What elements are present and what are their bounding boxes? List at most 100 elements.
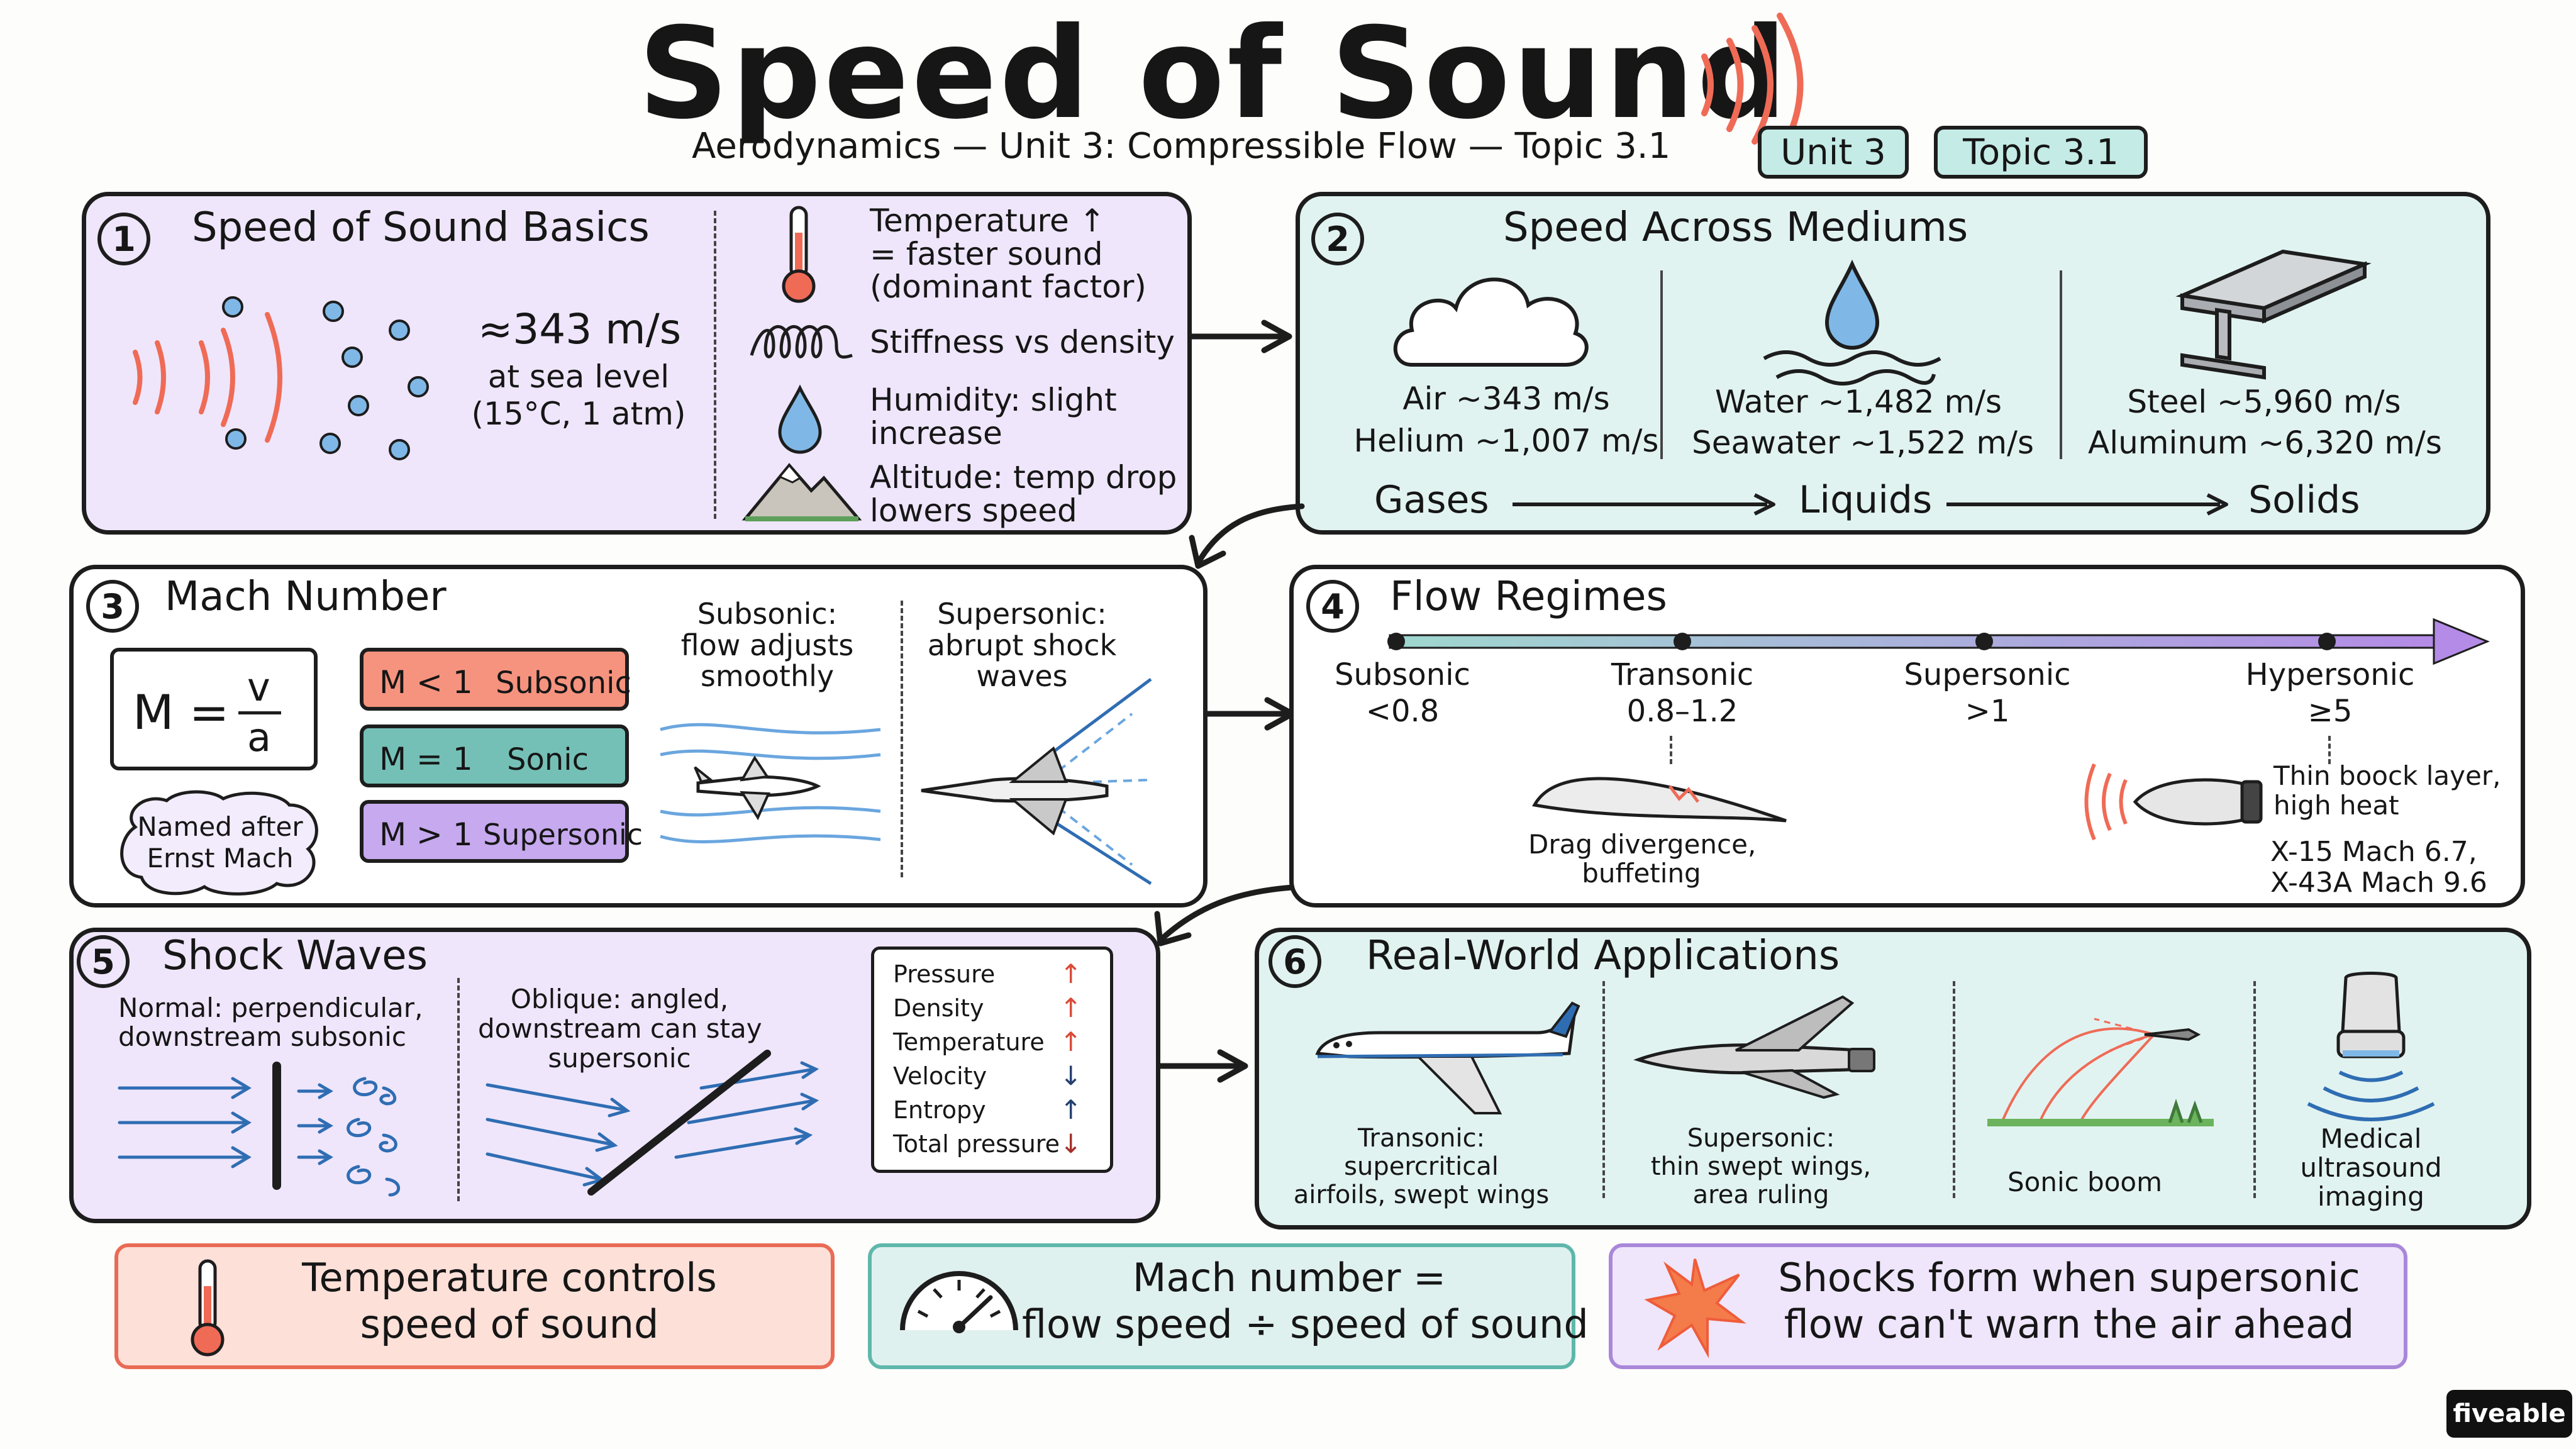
prop-temperature: Temperature	[893, 1028, 1045, 1056]
subsonic-caption: Subsonic: flow adjusts smoothly	[680, 597, 854, 694]
takeaway-temperature	[114, 1243, 835, 1369]
mediums-divider-1	[1660, 270, 1663, 459]
prop-density: Density	[893, 994, 984, 1022]
takeaway-shocks	[1609, 1243, 2407, 1369]
formula-numerator: v	[247, 664, 270, 710]
mountain-icon	[741, 463, 862, 521]
medium-solids-line2: Aluminum ~6,320 m/s	[2088, 425, 2442, 461]
hypersonic-note: Thin boock layer, high heat	[2273, 760, 2501, 821]
arrow-1-to-2	[1189, 319, 1292, 353]
panel-apps-title: Real-World Applications	[1366, 933, 1840, 979]
arrow-5-to-6	[1157, 1049, 1248, 1083]
oblique-shock-text: Oblique: angled, downstream can stay sup…	[478, 984, 762, 1074]
tag-topic: Topic 3.1	[1934, 126, 2148, 179]
speedometer-icon	[900, 1271, 1018, 1333]
range-supersonic-name: Supersonic	[483, 818, 643, 852]
medium-gases-line1: Air ~343 m/s	[1402, 380, 1610, 417]
prop-pressure-arrow: ↑	[1060, 958, 1082, 989]
takeaway-mach-text: Mach number = flow speed ÷ speed of soun…	[1022, 1255, 1589, 1348]
regime-transonic-range: 0.8–1.2	[1626, 694, 1738, 729]
thermometer-icon	[782, 206, 816, 303]
tag-unit-label: Unit 3	[1780, 131, 1886, 173]
app-sonic-boom-text: Sonic boom	[2007, 1167, 2163, 1197]
sound-waves-icon	[1701, 13, 1804, 157]
factor-temperature: Temperature ↑ = faster sound (dominant f…	[870, 203, 1146, 305]
thermometer-takeaway-icon	[191, 1259, 225, 1357]
fighter-jet-icon	[1633, 995, 1875, 1099]
burst-icon	[1644, 1258, 1746, 1358]
range-sonic-name: Sonic	[507, 742, 589, 777]
prop-temperature-arrow: ↑	[1060, 1026, 1082, 1057]
panel-basics-divider	[714, 211, 716, 519]
apps-divider-1	[1602, 981, 1605, 1198]
medium-liquids-line1: Water ~1,482 m/s	[1714, 384, 2002, 420]
prop-velocity-arrow: ↓	[1060, 1060, 1082, 1091]
supersonic-jet-shock-icon	[921, 677, 1152, 886]
factor-humidity: Humidity: slight increase	[870, 382, 1117, 452]
named-after-bubble	[120, 790, 318, 896]
hypersonic-vehicle-icon	[2084, 763, 2263, 841]
label-solids: Solids	[2248, 478, 2360, 522]
medium-liquids-line2: Seawater ~1,522 m/s	[1692, 425, 2035, 461]
mach-range-subsonic: M < 1 Subsonic	[360, 648, 631, 711]
shock-divider	[457, 978, 460, 1201]
panel-mach-title: Mach Number	[165, 574, 447, 620]
range-supersonic-cond: M > 1	[379, 816, 473, 853]
panel-basics	[82, 192, 1192, 535]
panel-basics-title: Speed of Sound Basics	[192, 204, 650, 251]
regime-subsonic-name: Subsonic	[1335, 657, 1470, 692]
regime-transonic-name: Transonic	[1611, 657, 1754, 692]
panel-regimes	[1289, 565, 2525, 908]
app-supersonic-text: Supersonic: thin swept wings, area rulin…	[1650, 1124, 1872, 1209]
regime-hypersonic-name: Hypersonic	[2245, 657, 2415, 692]
ultrasound-probe-icon	[2307, 972, 2435, 1121]
factor-altitude: Altitude: temp drop lowers speed	[870, 459, 1177, 529]
brand-logo: fiveable	[2446, 1390, 2572, 1438]
formula-denominator: a	[247, 714, 271, 760]
range-sonic-cond: M = 1	[379, 741, 473, 777]
tag-unit: Unit 3	[1758, 126, 1909, 179]
spring-icon	[750, 325, 853, 359]
panel-mediums-title: Speed Across Mediums	[1503, 204, 1968, 251]
arrow-3-to-4	[1204, 697, 1296, 731]
liquids-to-solids-arrow	[1946, 493, 2228, 516]
hypersonic-leader	[2328, 736, 2331, 764]
panel-basics-number: 1	[97, 213, 150, 265]
speed-value: ≈343 m/s	[478, 305, 682, 353]
panel-regimes-number: 4	[1306, 580, 1359, 633]
apps-divider-2	[1953, 981, 1955, 1198]
airfoil-icon	[1532, 777, 1787, 823]
panel-regimes-title: Flow Regimes	[1390, 574, 1667, 620]
page-title: Speed of Sound	[638, 1, 1790, 147]
prop-entropy: Entropy	[893, 1096, 986, 1124]
prop-total-pressure: Total pressure	[893, 1130, 1060, 1158]
sound-particles-icon	[133, 296, 429, 460]
medium-gases-line2: Helium ~1,007 m/s	[1353, 423, 1659, 459]
tag-topic-label: Topic 3.1	[1963, 131, 2119, 173]
regime-supersonic-range: >1	[1965, 694, 2010, 729]
range-subsonic-cond: M < 1	[379, 664, 473, 701]
formula-lhs: M =	[133, 684, 230, 740]
mediums-divider-2	[2060, 270, 2062, 459]
prop-velocity: Velocity	[893, 1062, 987, 1090]
water-drop-icon	[1763, 259, 1941, 386]
apps-divider-3	[2253, 981, 2256, 1198]
panel-mediums-number: 2	[1311, 213, 1364, 265]
regime-subsonic-range: <0.8	[1365, 694, 1440, 729]
prop-density-arrow: ↑	[1060, 992, 1082, 1023]
prop-entropy-arrow: ↑	[1060, 1094, 1082, 1125]
normal-shock-icon	[118, 1062, 401, 1197]
mach-divider	[901, 601, 903, 877]
page-subtitle: Aerodynamics — Unit 3: Compressible Flow…	[692, 126, 1671, 167]
regime-scale-bar	[1387, 618, 2490, 665]
steel-beam-icon	[2175, 249, 2372, 380]
transonic-note: Drag divergence, buffeting	[1528, 829, 1757, 889]
transonic-leader	[1670, 736, 1672, 764]
takeaway-temperature-text: Temperature controls speed of sound	[302, 1255, 717, 1348]
airliner-icon	[1315, 1001, 1580, 1114]
brand-logo-text: fiveable	[2453, 1399, 2566, 1428]
mach-formula: M = v a	[110, 648, 318, 770]
app-transonic-text: Transonic: supercritical airfoils, swept…	[1293, 1124, 1550, 1209]
oblique-shock-icon	[486, 1050, 819, 1196]
mach-range-supersonic: M > 1 Supersonic	[360, 800, 643, 863]
